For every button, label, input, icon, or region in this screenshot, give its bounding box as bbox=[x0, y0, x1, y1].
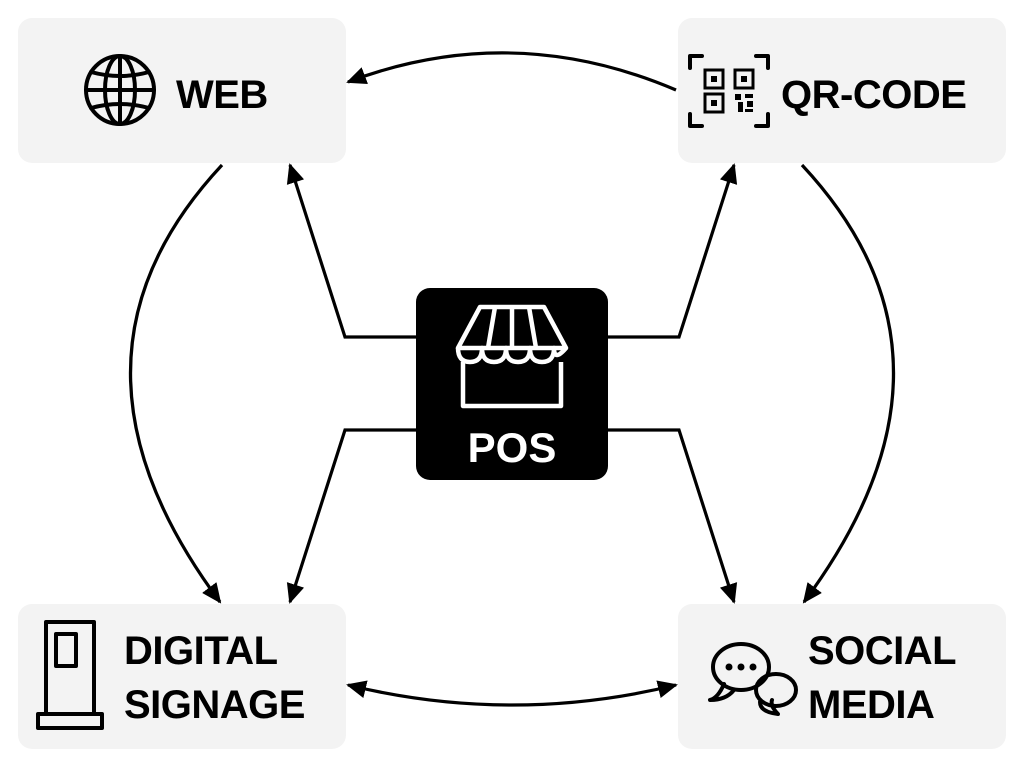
arrow-pos-to-social-media bbox=[608, 428, 738, 604]
node-digital-signage-label-line1: DIGITAL bbox=[124, 629, 278, 673]
qr-code-icon bbox=[688, 54, 770, 128]
arrow-qr-to-web bbox=[346, 51, 677, 92]
arrow-pos-to-digital-signage bbox=[286, 428, 416, 604]
globe-icon bbox=[84, 54, 156, 126]
node-web-label: WEB bbox=[176, 73, 268, 117]
kiosk-icon bbox=[36, 620, 104, 730]
node-web-box bbox=[18, 18, 346, 163]
node-digital-signage-label-line2: SIGNAGE bbox=[124, 683, 305, 727]
chat-bubbles-icon bbox=[708, 642, 798, 716]
arrow-pos-to-web bbox=[286, 163, 416, 339]
arrow-signage-social-bidirectional bbox=[346, 680, 678, 707]
node-qr-code-label: QR-CODE bbox=[781, 73, 966, 117]
node-pos-label: POS bbox=[468, 424, 557, 471]
node-social-media-label-line1: SOCIAL bbox=[808, 629, 956, 673]
node-social-media-label-line2: MEDIA bbox=[808, 683, 934, 727]
storefront-icon bbox=[455, 304, 569, 409]
arrow-qr-to-social bbox=[800, 163, 895, 604]
arrow-pos-to-qr-code bbox=[608, 163, 738, 339]
node-social-media-box bbox=[678, 604, 1006, 749]
arrow-web-to-signage bbox=[129, 163, 224, 604]
